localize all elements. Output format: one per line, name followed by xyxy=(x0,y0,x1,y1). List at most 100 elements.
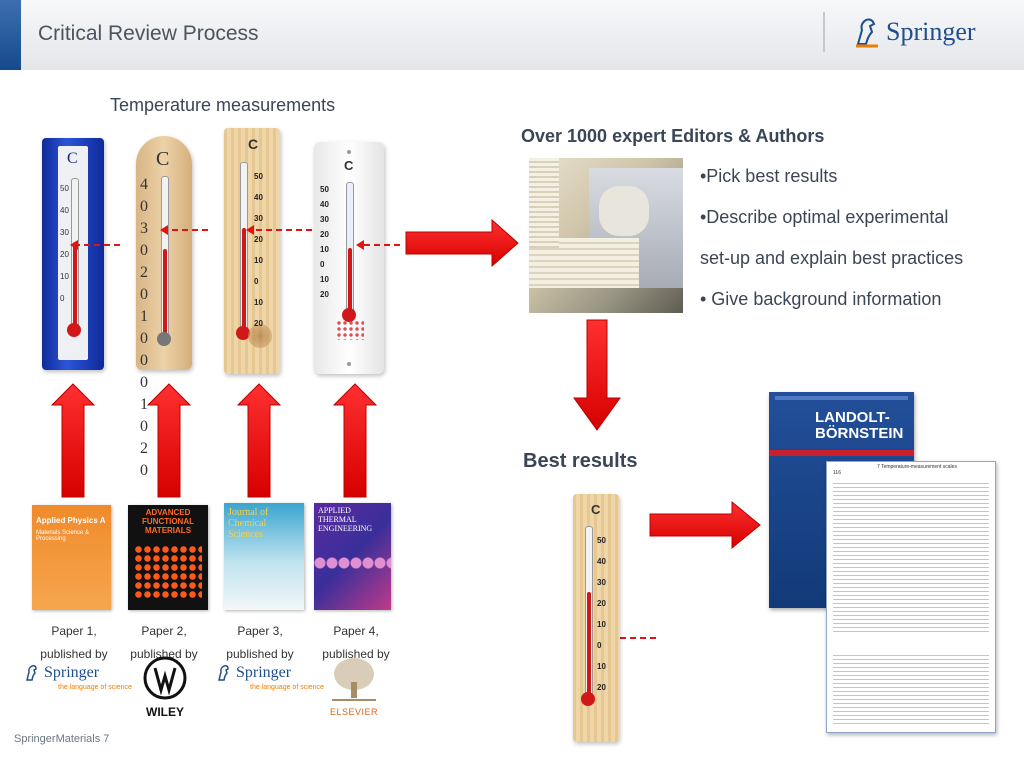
unit-label: C xyxy=(248,136,259,152)
publisher-name: WILEY xyxy=(146,705,184,719)
bullet-3: • Give background information xyxy=(700,289,942,309)
paper-1-caption: Paper 1, xyxy=(51,624,97,638)
scale-tick: 50 xyxy=(254,172,263,181)
elsevier-tree-icon xyxy=(332,658,376,701)
paper-3-published-by: published by xyxy=(226,647,294,661)
scale-tick: 10 xyxy=(320,245,329,254)
cover-title: APPLIED THERMAL ENGINEERING xyxy=(318,506,373,533)
scale-tick: 0 xyxy=(320,260,325,269)
bullet-2: •Describe optimal experimental xyxy=(700,207,949,227)
paper-4-caption: Paper 4, xyxy=(333,624,379,638)
scale-tick: 0 0 xyxy=(140,352,162,391)
paper-4-cover: APPLIED THERMAL ENGINEERING xyxy=(314,503,391,610)
springer-publisher-logo: Springer the language of science xyxy=(24,664,134,694)
scale-tick: 0 xyxy=(254,277,259,286)
springer-horse-icon xyxy=(856,18,878,48)
page-number: 116 xyxy=(833,470,841,476)
scale-tick: 30 xyxy=(597,578,606,587)
scale-tick: 10 xyxy=(254,256,263,265)
scale-tick: 0 xyxy=(597,641,602,650)
publisher-tagline: the language of science xyxy=(58,684,132,691)
scale-tick: 2 0 xyxy=(140,264,162,303)
publisher-name: Springer xyxy=(236,664,292,681)
scale-tick: 30 xyxy=(60,228,69,237)
cover-title: Journal of Chemical Sciences xyxy=(228,507,269,540)
header-divider xyxy=(823,12,825,52)
up-arrow-4 xyxy=(332,383,378,498)
scale-tick: 50 xyxy=(597,536,606,545)
scale-tick: 20 xyxy=(320,290,329,299)
scale-tick: 0 xyxy=(60,294,65,303)
up-arrow-3 xyxy=(236,383,282,498)
scale-tick: 1 0 xyxy=(140,396,162,435)
bullet-2-continued: set-up and explain best practices xyxy=(700,248,964,268)
thermometer-4: C 50 40 30 20 10 0 10 20 xyxy=(314,142,384,374)
scale-tick: 1 0 xyxy=(140,308,162,347)
paper-3-cover: Journal of Chemical Sciences xyxy=(224,503,304,610)
scale-tick: 30 xyxy=(320,215,329,224)
right-arrow-bottom xyxy=(649,500,761,550)
best-thermometer: C 50 40 30 20 10 0 10 20 xyxy=(573,494,619,742)
publisher-name: ELSEVIER xyxy=(329,707,379,717)
scale-tick: 10 xyxy=(60,272,69,281)
elsevier-publisher-logo: ELSEVIER xyxy=(326,656,382,717)
scale-tick: 40 xyxy=(320,200,329,209)
scale-tick: 40 xyxy=(254,193,263,202)
footer-text: SpringerMaterials 7 xyxy=(14,733,110,745)
publisher-tagline: the language of science xyxy=(250,684,324,691)
table-caption: 7 Temperature-measurement scales xyxy=(877,464,957,470)
unit-label: C xyxy=(67,150,78,167)
editor-photo xyxy=(529,158,683,313)
wiley-publisher-logo: WILEY xyxy=(141,656,189,719)
paper-3-caption: Paper 3, xyxy=(237,624,283,638)
unit-label: C xyxy=(156,148,170,170)
scale-tick: 3 0 xyxy=(140,220,162,259)
book-title: LANDOLT-BÖRNSTEIN xyxy=(815,409,904,442)
up-arrow-1 xyxy=(50,383,96,498)
data-table-page: 7 Temperature-measurement scales 116 xyxy=(826,461,996,733)
slide-title: Critical Review Process xyxy=(38,22,259,45)
paper-2-cover: ADVANCED FUNCTIONAL MATERIALS xyxy=(128,505,208,610)
paper-1-cover: Applied Physics A Materials Science & Pr… xyxy=(32,505,111,610)
header-bar xyxy=(0,0,1024,70)
springer-horse-icon xyxy=(218,665,229,681)
springer-publisher-logo-2: Springer the language of science xyxy=(216,664,326,694)
scale-tick: 4 0 xyxy=(140,176,162,215)
scale-tick: 20 xyxy=(254,319,263,328)
scale-tick: 10 xyxy=(597,662,606,671)
scale-tick: 50 xyxy=(60,184,69,193)
scale-tick: 20 xyxy=(60,250,69,259)
scale-tick: 10 xyxy=(597,620,606,629)
best-results-label: Best results xyxy=(523,450,638,472)
scale-tick: 30 xyxy=(254,214,263,223)
thermometer-1: C 50 40 30 20 10 0 xyxy=(42,138,104,370)
cover-subtitle: Materials Science & Processing xyxy=(36,529,90,543)
scale-tick: 20 xyxy=(254,235,263,244)
temperature-label: Temperature measurements xyxy=(110,95,336,115)
paper-4-published-by: published by xyxy=(322,647,390,661)
scale-tick: 10 xyxy=(320,275,329,284)
unit-label: C xyxy=(591,502,601,517)
thermometer-3: C 50 40 30 20 10 0 10 20 xyxy=(224,128,280,374)
springer-horse-icon xyxy=(26,665,37,681)
editors-heading: Over 1000 expert Editors & Authors xyxy=(521,126,825,146)
header-accent-bar xyxy=(0,0,21,70)
down-arrow xyxy=(573,319,621,431)
scale-tick: 20 xyxy=(597,599,606,608)
scale-tick: 20 xyxy=(597,683,606,692)
bullet-1: •Pick best results xyxy=(700,166,838,186)
cover-title: Applied Physics A xyxy=(36,516,106,525)
paper-2-caption: Paper 2, xyxy=(141,624,187,638)
scale-tick: 40 xyxy=(597,557,606,566)
scale-tick: 40 xyxy=(60,206,69,215)
paper-2-published-by: published by xyxy=(130,647,198,661)
unit-label: C xyxy=(344,158,354,173)
scale-tick: 50 xyxy=(320,185,329,194)
paper-1-published-by: published by xyxy=(40,647,108,661)
right-arrow-top xyxy=(405,218,519,268)
scale-tick: 20 xyxy=(320,230,329,239)
up-arrow-2 xyxy=(146,383,192,498)
publisher-name: Springer xyxy=(44,664,100,681)
wiley-emblem-icon xyxy=(143,656,187,700)
